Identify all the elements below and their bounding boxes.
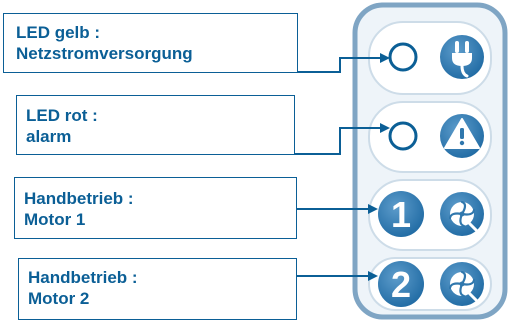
label-manual-motor-1: Handbetrieb : Motor 1	[14, 177, 297, 239]
label-led-yellow: LED gelb : Netzstromversorgung	[3, 13, 298, 73]
warning-triangle-icon	[440, 114, 484, 158]
label-manual-motor-2-line1: Handbetrieb :	[28, 268, 138, 287]
manual-motor-2-button[interactable]: 2	[378, 261, 424, 307]
label-manual-motor-1-line1: Handbetrieb :	[24, 189, 134, 208]
power-plug-icon	[440, 35, 484, 79]
fan-icon	[440, 262, 484, 306]
label-led-yellow-line1: LED gelb :	[16, 23, 101, 42]
label-manual-motor-2: Handbetrieb : Motor 2	[18, 258, 297, 320]
led-red	[388, 121, 418, 151]
manual-motor-1-button[interactable]: 1	[378, 191, 424, 237]
label-manual-motor-1-line2: Motor 1	[24, 210, 86, 229]
label-led-red-line2: alarm	[26, 127, 72, 146]
led-yellow	[388, 42, 418, 72]
label-led-yellow-line2: Netzstromversorgung	[16, 44, 193, 63]
button-2-number: 2	[391, 264, 411, 305]
button-1-number: 1	[391, 194, 411, 235]
arrow-led-yellow	[298, 53, 390, 73]
label-manual-motor-2-line2: Motor 2	[28, 289, 90, 308]
fan-icon	[440, 192, 484, 236]
label-led-red-line1: LED rot :	[26, 106, 98, 125]
arrow-led-red	[295, 123, 390, 155]
label-led-red: LED rot : alarm	[16, 95, 295, 155]
